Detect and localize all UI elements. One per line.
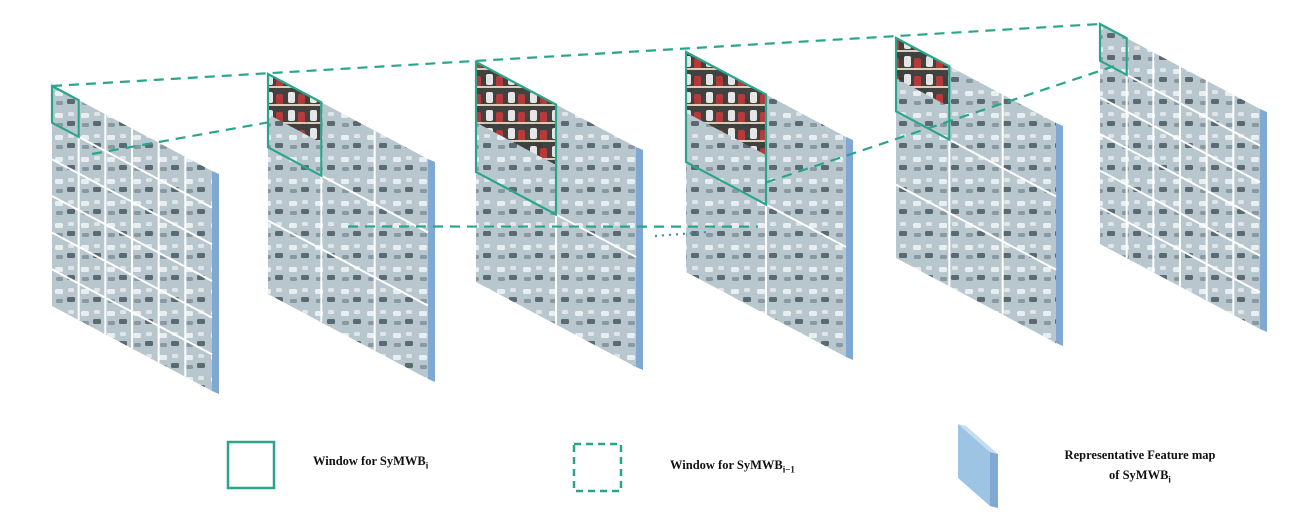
feature-map-4 [684,50,853,360]
legend-dashed-window-label: Window for SyMWBi−1 [670,458,795,475]
grid-line [895,183,1057,271]
grid-line [51,268,213,356]
solid-window [1098,22,1128,77]
feature-map-edge [428,159,435,382]
window-highlight [268,74,322,143]
legend-feature-map-label: Representative Feature map of SyMWBi [1064,448,1216,485]
dashed-connector [765,64,1117,184]
feature-map-face [896,38,1056,343]
grid-line [1099,206,1261,294]
feature-map-1 [50,84,219,394]
feature-map-3 [474,60,643,370]
solid-window [684,50,768,207]
solid-window [50,84,80,139]
feature-map-edge [636,147,643,370]
legend-feature-map-icon [958,424,998,508]
feature-map-edge [846,137,853,360]
feature-map-edge [1260,109,1267,332]
solid-window [894,36,951,142]
feature-map-edge [212,171,219,394]
solid-window [474,60,558,217]
ellipsis-dots [654,230,709,238]
dashed-connector [91,121,269,156]
feature-map-6 [1098,22,1267,332]
window-highlight [476,62,556,165]
window-highlight [896,38,950,107]
legend-solid-window-icon [226,440,276,490]
legend-solid-window-label: Window for SyMWBi [313,454,429,471]
window-highlight [686,52,766,155]
legend-dashed-window-icon [572,442,623,493]
feature-map-5 [894,36,1063,346]
dashed-connector-top [51,22,1101,88]
grid-line [267,219,429,307]
feature-map-edge [1056,123,1063,346]
feature-map-2 [266,72,435,382]
feature-map-diagram [50,22,1267,394]
